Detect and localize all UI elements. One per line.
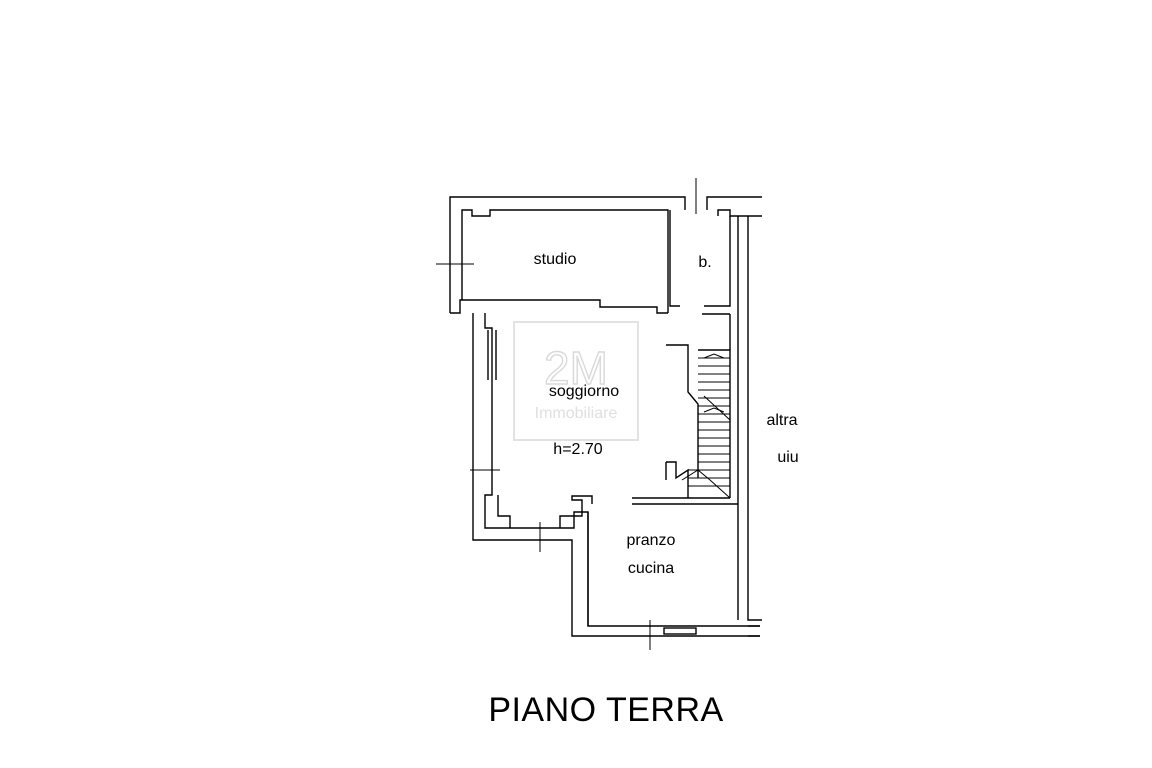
room-label-uiu: uiu — [777, 449, 798, 466]
room-label-studio: studio — [534, 251, 577, 268]
room-label-bathroom: b. — [698, 254, 711, 271]
outer-walls — [449, 196, 762, 637]
bathroom-walls — [669, 210, 731, 350]
room-label-cucina: cucina — [628, 560, 674, 577]
section-markers — [436, 178, 697, 650]
watermark-logo: 2M Immobiliare — [513, 321, 639, 441]
plan-title: PIANO TERRA — [488, 691, 723, 729]
staircase — [632, 344, 738, 505]
room-label-soggiorno: soggiorno — [549, 383, 619, 400]
room-label-pranzo: pranzo — [627, 532, 676, 549]
room-label-altra: altra — [766, 412, 797, 429]
watermark-brand-text: Immobiliare — [535, 405, 618, 422]
watermark-logo-text: 2M — [544, 342, 608, 394]
room-height-label: h=2.70 — [553, 441, 602, 458]
